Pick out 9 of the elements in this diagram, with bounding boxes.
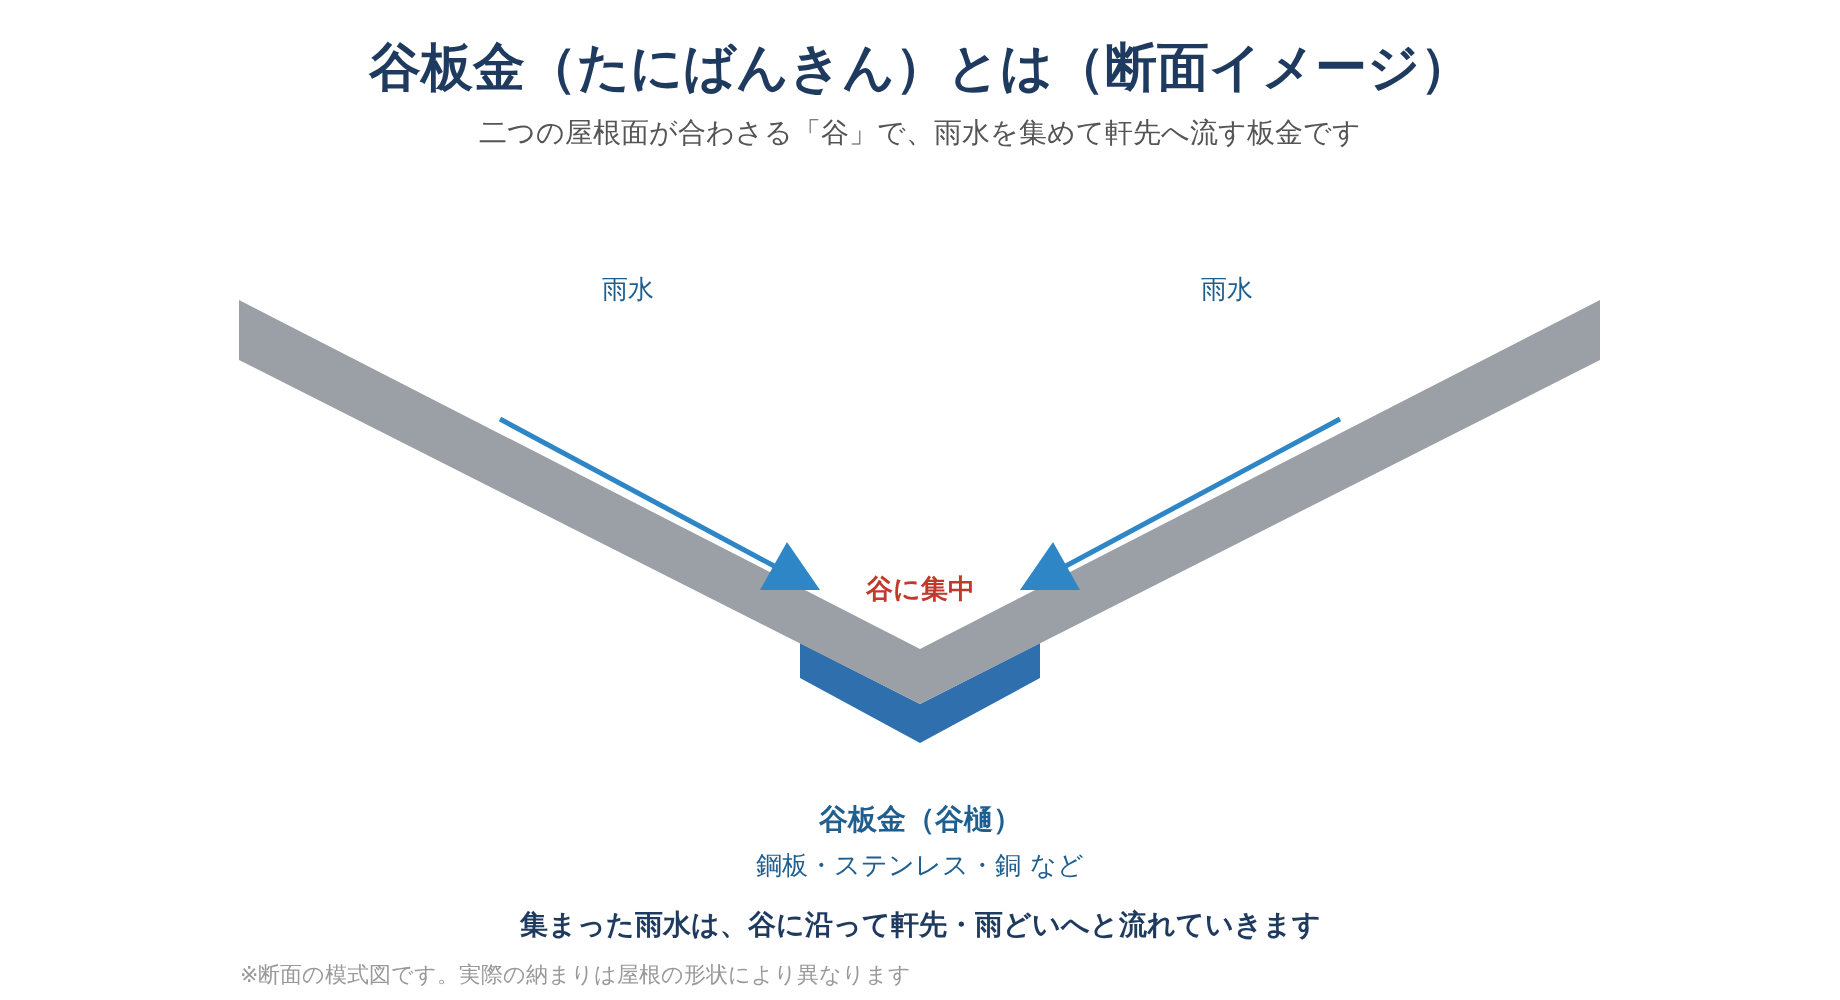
- part-label: 谷板金（谷樋）: [818, 801, 1022, 837]
- rain-label: 雨水: [1201, 274, 1253, 306]
- material-note: 鋼板・ステンレス・銅 など: [756, 850, 1084, 882]
- flow-label: 谷に集中: [865, 572, 975, 606]
- footnote: ※断面の模式図です。実際の納まりは屋根の形状により異なります: [240, 961, 912, 989]
- subtitle: 二つの屋根面が合わさる「谷」で、雨水を集めて軒先へ流す板金です: [479, 116, 1361, 150]
- title: 谷板金（たにばんきん）とは（断面イメージ）: [368, 35, 1472, 99]
- summary-text: 集まった雨水は、谷に沿って軒先・雨どいへと流れていきます: [519, 908, 1321, 942]
- rain-label: 雨水: [602, 274, 654, 306]
